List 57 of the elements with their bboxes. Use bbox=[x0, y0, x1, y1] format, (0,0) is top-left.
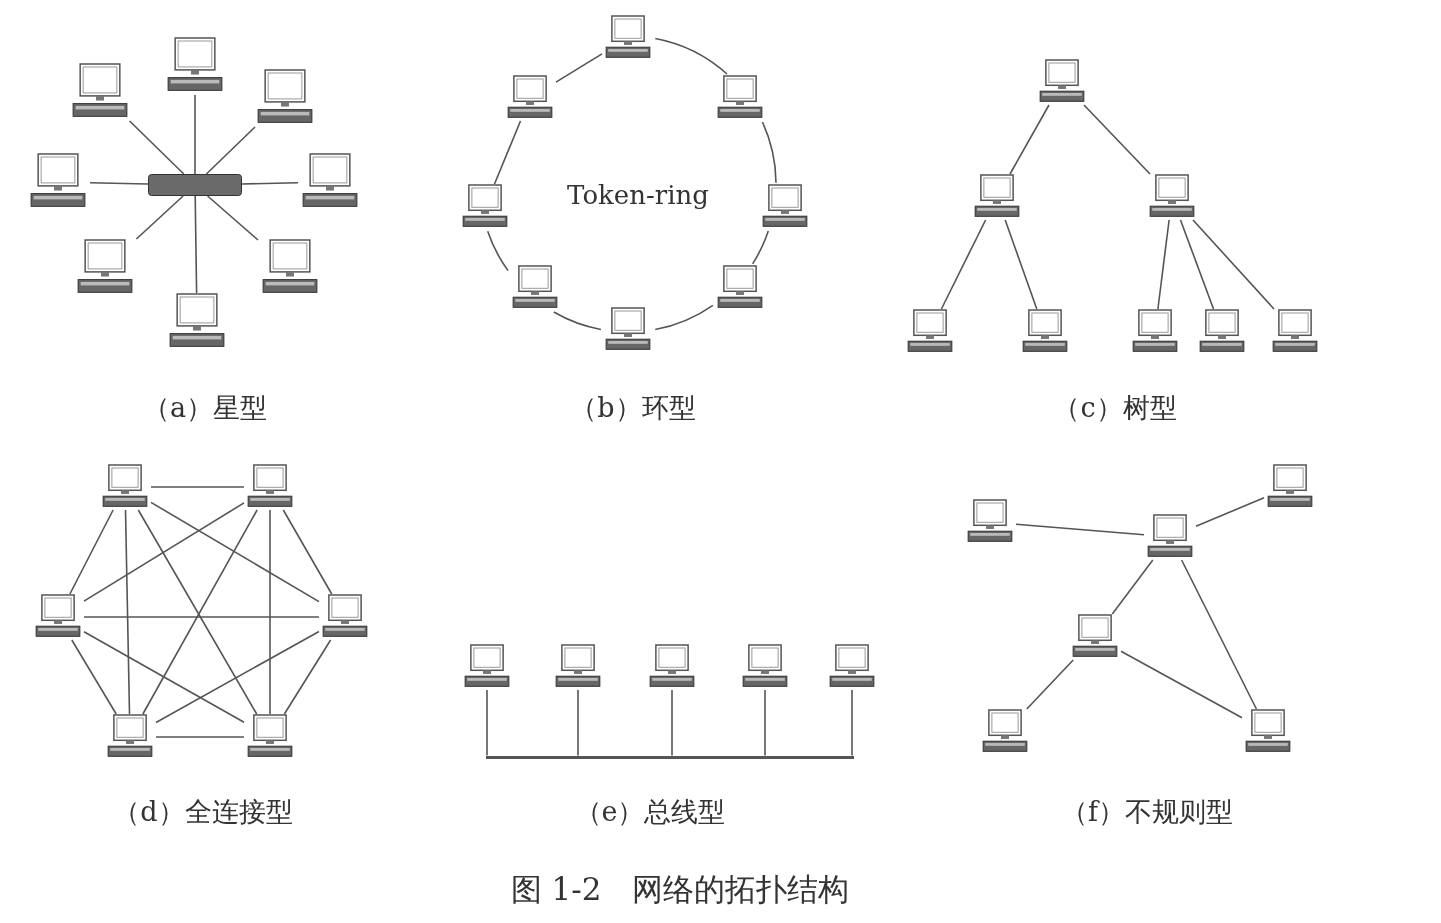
figure-caption: 图 1-2 网络的拓扑结构 bbox=[510, 870, 850, 909]
connection-line bbox=[83, 630, 245, 724]
connection-line bbox=[155, 630, 320, 724]
connection-line bbox=[654, 304, 714, 331]
connection-line bbox=[89, 181, 149, 185]
connection-line bbox=[205, 126, 256, 175]
panel-caption: （c）树型 bbox=[1053, 391, 1177, 425]
panel-caption: （a）星型 bbox=[142, 391, 268, 425]
connection-line bbox=[751, 230, 770, 265]
connection-line bbox=[555, 53, 603, 83]
connection-line bbox=[83, 616, 320, 618]
connection-line bbox=[194, 195, 198, 294]
panel-caption: （f）不规则型 bbox=[1061, 795, 1233, 829]
connection-line bbox=[155, 736, 245, 738]
connection-line bbox=[761, 121, 777, 184]
connection-line bbox=[1180, 559, 1258, 710]
connection-line bbox=[486, 689, 488, 757]
connection-line bbox=[150, 501, 320, 603]
connection-line bbox=[493, 120, 522, 185]
connection-line bbox=[83, 502, 245, 602]
connection-line bbox=[1192, 219, 1275, 310]
connection-line bbox=[150, 486, 245, 488]
connection-line bbox=[124, 509, 131, 715]
connection-line bbox=[577, 689, 579, 757]
connection-line bbox=[1015, 523, 1145, 536]
connection-line bbox=[1083, 104, 1151, 175]
connection-line bbox=[671, 689, 673, 757]
connection-line bbox=[486, 230, 509, 272]
connection-line bbox=[1120, 650, 1243, 719]
connection-line bbox=[654, 37, 728, 75]
connection-line bbox=[269, 509, 271, 715]
connection-line bbox=[851, 689, 853, 757]
connection-line bbox=[940, 219, 987, 310]
connection-line bbox=[1195, 497, 1265, 527]
hub-box bbox=[148, 174, 242, 196]
panel-caption: （e）总线型 bbox=[574, 795, 726, 829]
connection-line bbox=[206, 195, 259, 241]
connection-line bbox=[71, 639, 117, 715]
panel-caption: （b）环型 bbox=[570, 391, 696, 425]
connection-line bbox=[1026, 659, 1074, 710]
connection-line bbox=[1157, 219, 1170, 310]
connection-line bbox=[553, 311, 602, 331]
connection-line bbox=[1004, 219, 1038, 310]
connection-line bbox=[135, 195, 184, 240]
connection-line bbox=[283, 639, 332, 715]
connection-line bbox=[128, 120, 185, 175]
connection-line bbox=[764, 689, 766, 757]
ring-label: Token-ring bbox=[567, 180, 709, 210]
connection-line bbox=[194, 94, 196, 175]
panel-caption: （d）全连接型 bbox=[113, 795, 293, 829]
connection-line bbox=[1009, 104, 1050, 175]
connection-line bbox=[1179, 219, 1215, 310]
connection-line bbox=[1111, 559, 1154, 615]
bus-line bbox=[486, 755, 854, 759]
connection-line bbox=[282, 509, 333, 595]
connection-line bbox=[241, 181, 299, 185]
connection-line bbox=[69, 509, 114, 595]
